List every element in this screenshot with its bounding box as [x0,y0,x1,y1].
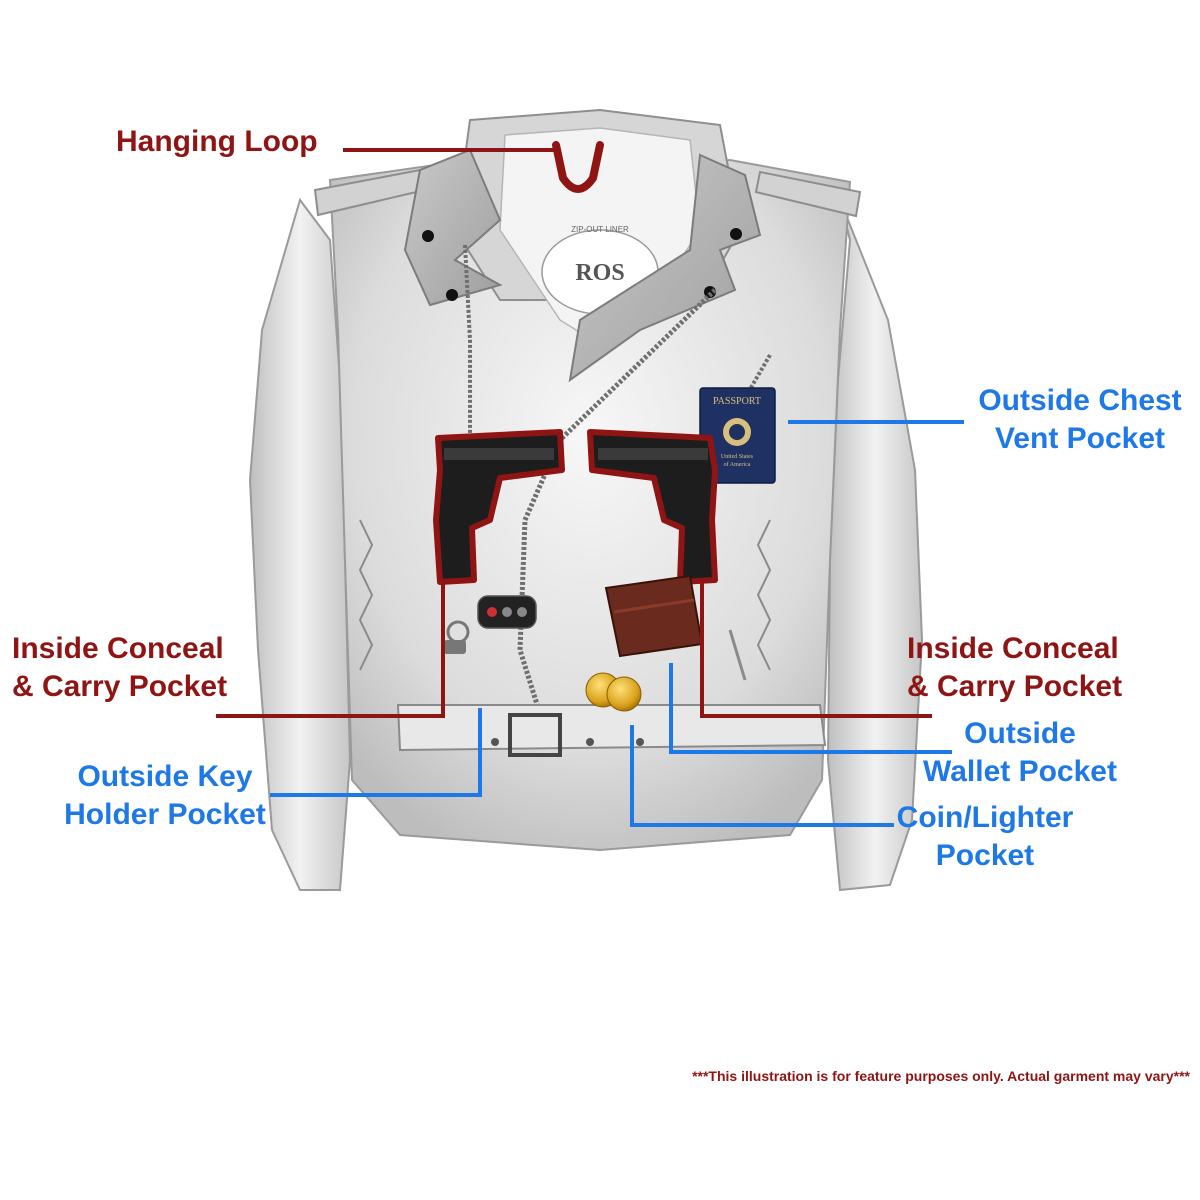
right-lacing [756,519,772,671]
right-epaulet [754,170,862,218]
label-chest-pocket-line-1: Outside Chest [978,384,1182,417]
left-lapel [403,148,503,307]
right-lapel [568,153,762,383]
left-gun-image [433,429,565,585]
label-chest-pocket: Outside Chest Vent Pocket [955,382,1200,458]
leader-lines [216,148,964,827]
snap-1 [422,230,434,242]
label-conceal-left-line-1: Inside Conceal [12,632,224,665]
label-conceal-left: Inside Conceal & Carry Pocket [12,630,227,706]
main-zipper [517,288,717,731]
brand-tag-text: ROS [575,260,624,286]
label-wallet-pocket-line-1: Outside [964,717,1076,750]
belt-buckle [508,713,562,757]
left-lacing [358,519,374,671]
passport-sub-1: United States [721,454,754,460]
label-coin-pocket: Coin/Lighter Pocket [860,799,1110,875]
label-wallet-pocket: Outside Wallet Pocket [895,715,1145,791]
hip-zipper [728,629,747,681]
disclaimer-note: ***This illustration is for feature purp… [692,1068,1190,1084]
label-key-pocket-line-2: Holder Pocket [64,798,266,831]
wallet-pocket-line [669,663,952,754]
wallet-image [604,574,704,658]
label-wallet-pocket-line-2: Wallet Pocket [923,755,1117,788]
left-zipper [463,244,472,470]
passport-title: PASSPORT [713,396,761,407]
liner-tag-text: ZIP-OUT LINER [571,225,629,234]
hanging-loop [552,141,604,193]
label-key-pocket: Outside Key Holder Pocket [40,758,290,834]
passport-image: PASSPORT United States of America [699,387,776,484]
conceal-left-line [216,583,445,718]
key-fob-image [444,595,537,654]
label-chest-pocket-line-2: Vent Pocket [994,422,1166,455]
belt [396,704,827,752]
label-coin-pocket-line-2: Pocket [935,839,1035,872]
key-pocket-line [270,708,482,797]
label-conceal-left-line-2: & Carry Pocket [12,670,228,703]
passport-sub-2: of America [724,461,751,468]
conceal-right-line [700,583,932,718]
label-conceal-right-line-2: & Carry Pocket [907,670,1123,703]
snap-2 [730,228,742,240]
belt-hole-3 [636,738,644,746]
label-conceal-right: Inside Conceal & Carry Pocket [907,630,1122,706]
coin-2 [606,676,642,712]
coin-pocket-line [630,725,894,827]
label-conceal-right-line-1: Inside Conceal [907,632,1119,665]
label-key-pocket-line-1: Outside Key [77,760,253,793]
label-hanging-loop: Hanging Loop [116,125,318,158]
belt-hole-2 [586,738,594,746]
snap-3 [446,289,458,301]
belt-hole-1 [491,738,499,746]
label-coin-pocket-line-1: Coin/Lighter [896,801,1074,834]
